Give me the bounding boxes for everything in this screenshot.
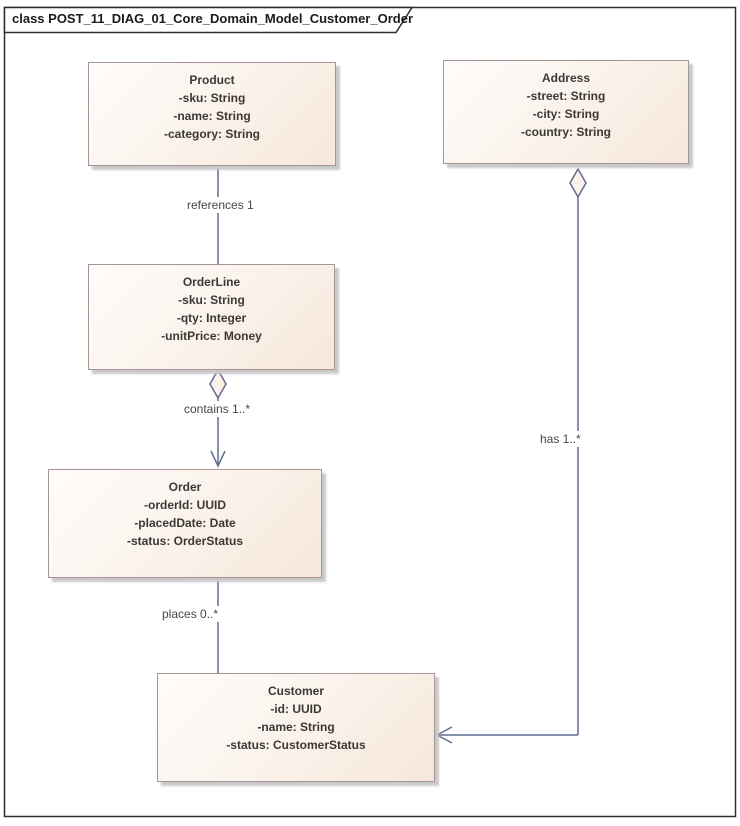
edge-label-references: references 1 — [185, 197, 256, 213]
class-attribute: -qty: Integer — [176, 311, 247, 325]
class-attribute: -category: String — [163, 127, 260, 141]
edge-label-has: has 1..* — [538, 431, 583, 447]
class-attribute: -id: UUID — [270, 702, 322, 716]
class-attribute: -sku: String — [178, 293, 245, 307]
class-box-address[interactable]: Address -street: String -city: String -c… — [443, 60, 689, 164]
open-arrowhead-icon — [210, 450, 226, 468]
class-attribute: -placedDate: Date — [134, 516, 236, 530]
diagram-frame-title: class POST_11_DIAG_01_Core_Domain_Model_… — [12, 11, 414, 26]
frame-title-tab — [3, 6, 414, 34]
class-attribute: -name: String — [257, 720, 335, 734]
class-attribute: -status: CustomerStatus — [226, 738, 366, 752]
aggregation-diamond-icon — [569, 167, 587, 199]
connector-orderline-order[interactable] — [209, 368, 227, 468]
class-attribute: -unitPrice: Money — [161, 329, 262, 343]
diagram-frame — [3, 6, 737, 818]
class-box-customer[interactable]: Customer -id: UUID -name: String -status… — [157, 673, 435, 782]
class-attribute: -city: String — [532, 107, 600, 121]
class-name: Order — [168, 480, 202, 494]
class-attribute: -name: String — [173, 109, 251, 123]
class-name: Address — [541, 71, 591, 85]
open-arrowhead-icon — [435, 726, 453, 744]
class-attribute: -status: OrderStatus — [126, 534, 244, 548]
class-box-order[interactable]: Order -orderId: UUID -placedDate: Date -… — [48, 469, 322, 578]
class-name: OrderLine — [182, 275, 241, 289]
aggregation-diamond-icon — [209, 368, 227, 400]
class-attribute: -country: String — [521, 125, 611, 139]
connector-address-customer[interactable] — [435, 167, 587, 744]
edge-label-contains: contains 1..* — [182, 401, 253, 417]
class-attribute: -orderId: UUID — [144, 498, 226, 512]
class-box-product[interactable]: Product -sku: String -name: String -cate… — [88, 62, 336, 166]
class-name: Customer — [267, 684, 324, 698]
edge-label-places: places 0..* — [160, 606, 221, 622]
class-attribute: -street: String — [526, 89, 606, 103]
class-box-orderline[interactable]: OrderLine -sku: String -qty: Integer -un… — [88, 264, 335, 370]
class-name: Product — [189, 73, 235, 87]
class-attribute: -sku: String — [178, 91, 246, 105]
